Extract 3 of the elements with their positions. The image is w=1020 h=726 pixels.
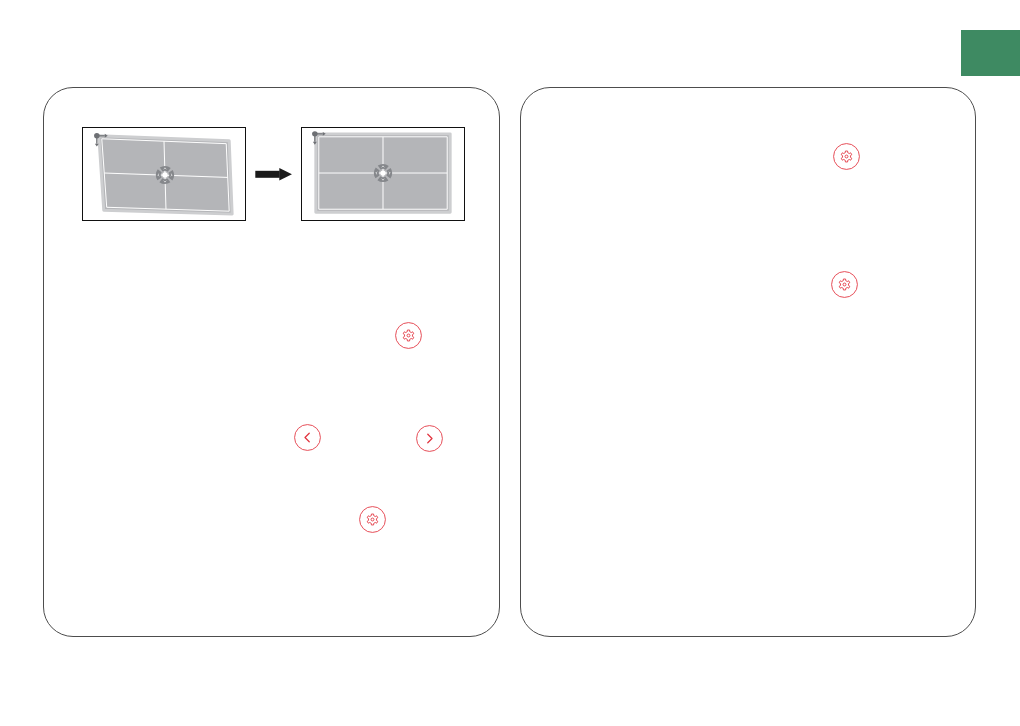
rectangular-screen-illustration [301, 127, 465, 221]
instruction-panel [43, 87, 500, 637]
skewed-screen-illustration [82, 127, 246, 221]
